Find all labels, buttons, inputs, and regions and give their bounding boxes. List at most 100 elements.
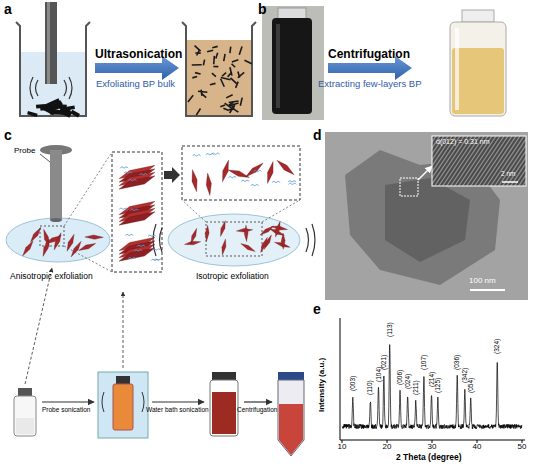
bp-nanosheet	[31, 227, 42, 242]
bp-nanosheet	[244, 225, 248, 241]
bp-nanosheet	[268, 162, 274, 184]
solvent-molecule	[130, 209, 138, 210]
beaker	[182, 22, 256, 116]
axis-title: 2 Theta (degree)	[396, 453, 462, 462]
solvent-molecule	[152, 249, 160, 250]
bp-nanosheet	[277, 160, 294, 175]
supernatant	[452, 48, 504, 114]
bp-nanosheet	[276, 221, 281, 237]
step-arrow	[164, 167, 180, 183]
solvent-molecule	[137, 245, 145, 246]
peak-label: (113)	[386, 323, 393, 338]
bp-flake	[221, 77, 231, 81]
powder	[16, 418, 34, 434]
solvent-molecule	[151, 259, 159, 260]
plot-axes	[340, 318, 525, 440]
vial	[210, 380, 238, 436]
vial-dark	[272, 18, 312, 114]
bp-flake	[187, 95, 194, 103]
peak-label: (125)	[434, 377, 441, 392]
inset-border	[432, 136, 526, 186]
panel-letter: d	[313, 128, 322, 143]
peak-label: (024)	[404, 374, 411, 389]
leader-line	[40, 154, 50, 162]
supernatant	[279, 404, 303, 455]
process-arrow	[42, 401, 94, 402]
bp-flake	[244, 60, 252, 65]
stage-label: Anisotropic exfoliation	[10, 272, 93, 281]
bp-flake	[213, 66, 218, 68]
solvent-molecule	[120, 167, 128, 168]
dashed-arrow	[123, 292, 124, 368]
bp-nanosheet	[185, 241, 201, 245]
vial-neck	[278, 8, 306, 19]
peak-label: (324)	[493, 339, 500, 354]
panel-letter: b	[258, 2, 267, 17]
peak-label: (003)	[349, 376, 356, 391]
water-bath	[98, 372, 148, 438]
peak-label: (214)	[428, 372, 435, 387]
bp-flake	[230, 77, 237, 84]
bottle-cap	[18, 388, 32, 396]
xrd-pattern	[342, 345, 522, 429]
bp-flakes	[187, 45, 252, 115]
bp-bulk	[27, 98, 80, 117]
d-spacing-label: d(012) = 0.31 nm	[436, 138, 490, 146]
bp-flake	[192, 64, 202, 66]
bp-nanosheet	[54, 233, 61, 250]
axis-title: Intensity (a.u.)	[318, 358, 327, 412]
panel-letter: e	[313, 302, 321, 317]
solvent-molecule	[193, 155, 201, 156]
bp-nanosheet	[71, 241, 81, 257]
bp-flake	[229, 100, 239, 103]
bp-nanosheet	[221, 221, 226, 237]
bp-chunk	[27, 111, 38, 117]
solvent-molecule	[139, 174, 147, 175]
liquid-ellipse	[168, 214, 300, 266]
vial-neck	[462, 10, 494, 22]
liquid-ellipse	[6, 218, 110, 262]
bp-flake	[220, 78, 225, 87]
bp-nanosheet	[241, 244, 255, 252]
solvent-molecule	[228, 177, 236, 178]
solvent-molecule	[206, 154, 214, 155]
bp-flake	[211, 72, 216, 77]
bp-flake-thick	[385, 178, 470, 262]
bp-nanosheet	[236, 229, 252, 233]
bp-nanosheet	[119, 248, 155, 261]
bp-flake	[212, 46, 218, 49]
peak-label: (006)	[396, 370, 403, 385]
bp-flake	[194, 45, 201, 52]
bp-flake	[195, 72, 201, 75]
bp-nanosheet	[119, 212, 155, 225]
generated-art	[23, 45, 525, 443]
bp-flake	[226, 94, 233, 99]
bp-flake	[231, 63, 236, 68]
bp-flake	[223, 107, 229, 111]
probe-tip	[50, 218, 62, 222]
bp-nanosheets	[23, 160, 295, 261]
solvent-molecule	[125, 234, 133, 235]
part-label: Probe	[14, 147, 35, 156]
sonication-probe	[45, 2, 57, 84]
step-label: Ultrasonication	[95, 48, 182, 61]
vial	[450, 22, 506, 116]
zoom-arrow	[418, 166, 432, 180]
vial-highlight	[455, 28, 459, 110]
bp-chunk	[51, 108, 66, 115]
scale-bar	[470, 289, 505, 291]
photo-background	[262, 6, 324, 120]
bp-flake	[213, 56, 215, 64]
bp-flake	[198, 90, 208, 93]
bp-flake	[223, 54, 226, 62]
bp-chunk	[40, 106, 51, 111]
bp-nanosheet	[79, 243, 96, 250]
bp-flake	[237, 72, 244, 79]
scale-label: 2 nm	[501, 170, 515, 177]
solvent-molecule	[119, 208, 127, 209]
xrd-plot	[340, 318, 525, 443]
bp-nanosheet	[43, 239, 49, 257]
bp-flake	[229, 104, 234, 108]
